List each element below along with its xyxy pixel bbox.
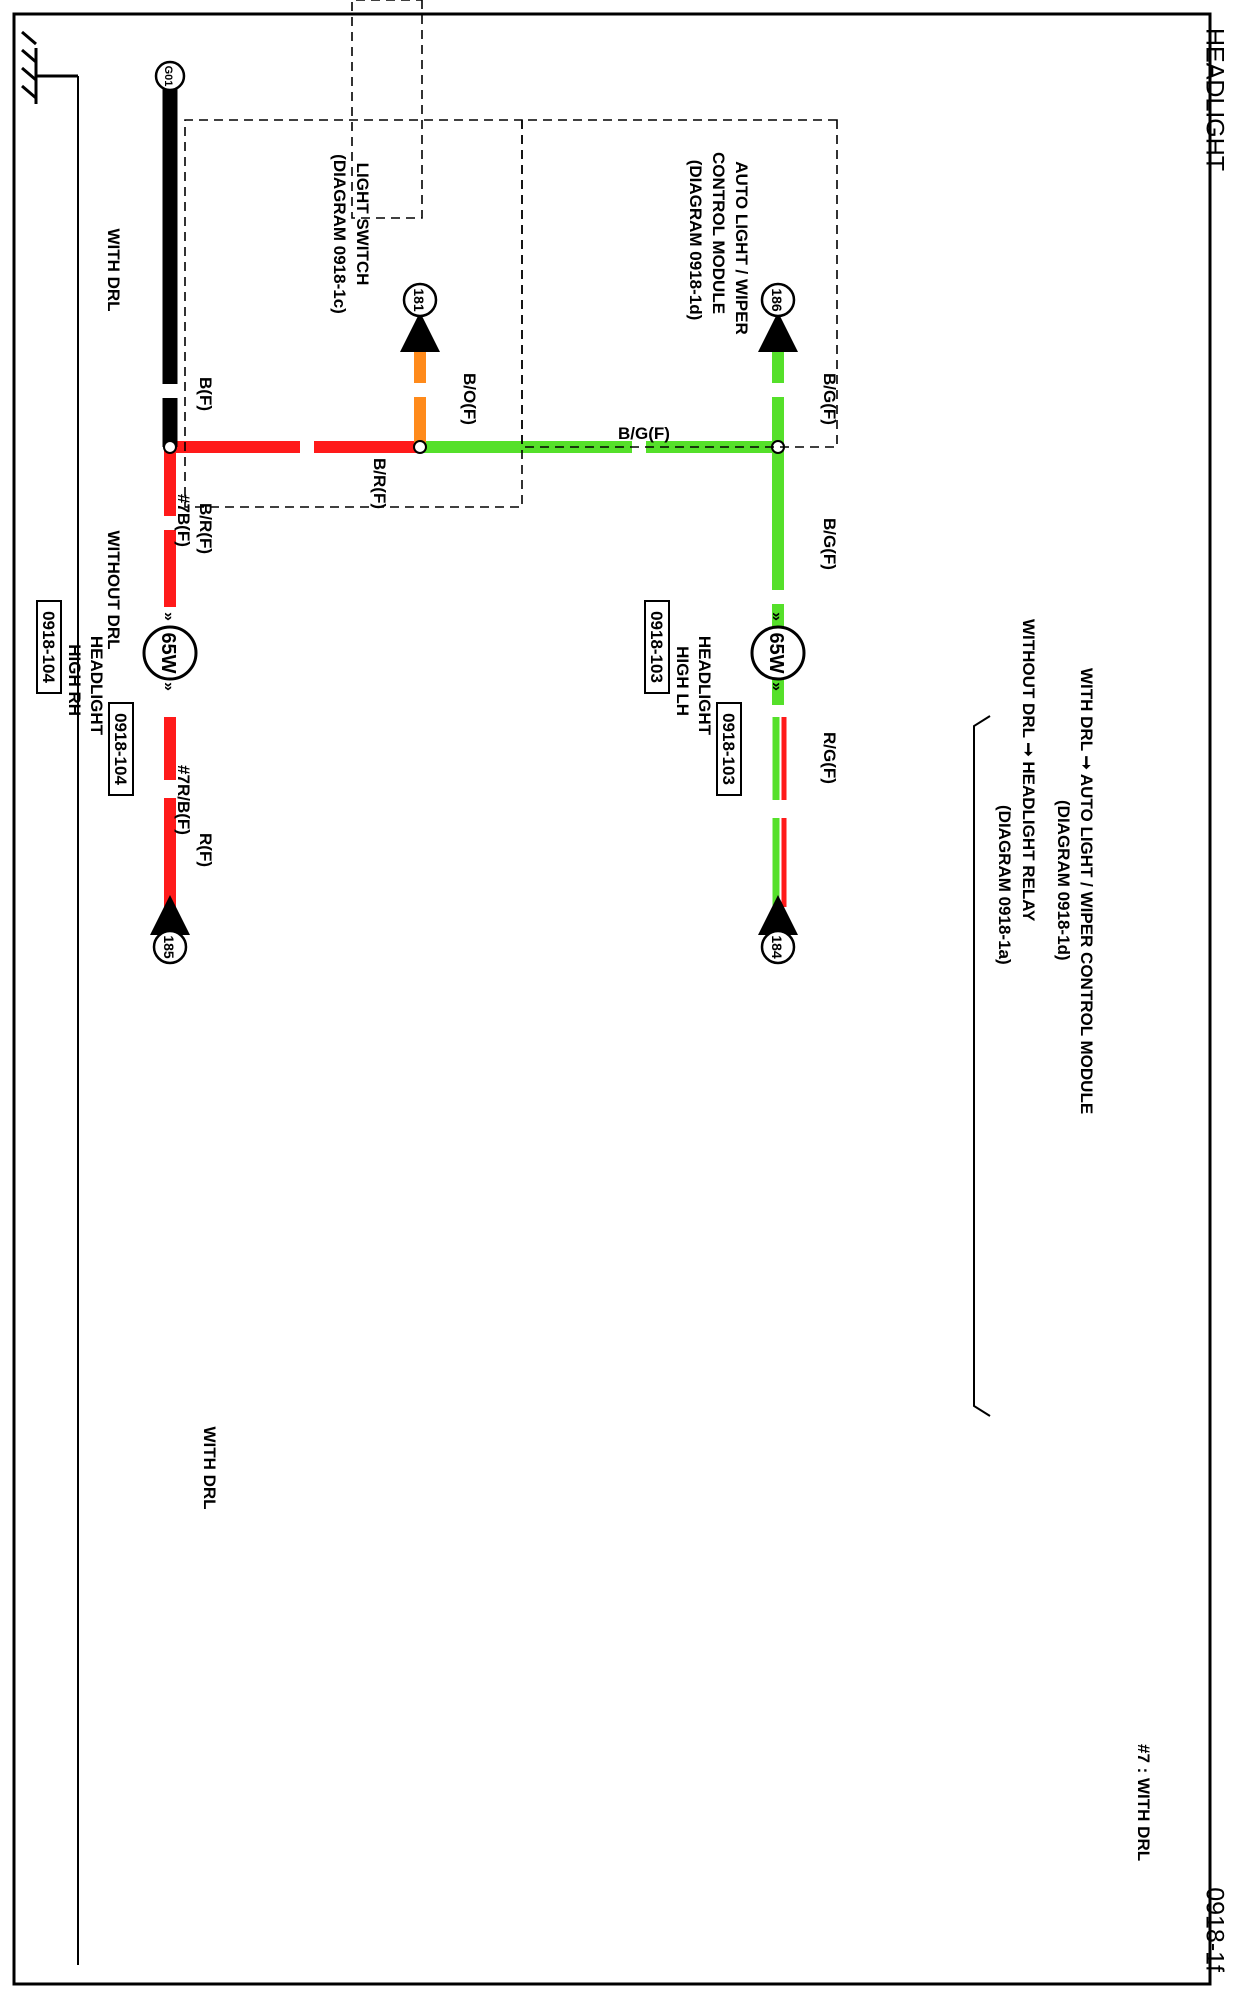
source-with-drl-ref: (DIAGRAM 0918-1d)	[1054, 800, 1073, 961]
source-without-drl: WITHOUT DRL ➞ HEADLIGHT RELAY	[1019, 619, 1038, 922]
ground-g01-label: G01	[162, 66, 174, 87]
wire-bg-lh-gap	[767, 590, 789, 604]
connector-185-arrow	[150, 895, 190, 935]
splice-middle	[413, 440, 427, 454]
rh-circuit: R(F) #7R/B(F) 185 65W » » 0918-104 HEADL…	[36, 447, 215, 965]
auto-light-module-tag: WITH DRL	[104, 228, 123, 311]
wire-br-label: B/R(F)	[196, 503, 215, 554]
ground-option-tag: WITH DRL	[200, 1426, 219, 1509]
wire-r-gap	[158, 780, 182, 798]
source-with-drl: WITH DRL ➞ AUTO LIGHT / WIPER CONTROL MO…	[1077, 668, 1096, 1114]
wire-bg-top-label: B/G(F)	[820, 518, 839, 570]
wire-bo-gap	[408, 383, 432, 397]
rh-bulb-name1: HEADLIGHT	[87, 636, 106, 736]
connector-184	[760, 929, 796, 965]
rh-code-bottom-box	[36, 600, 62, 694]
diagram-id: 0918-1f	[1200, 1887, 1228, 1972]
chassis-ground-icon	[21, 30, 78, 104]
light-switch-line1: LIGHT SWITCH	[353, 163, 372, 286]
source-without-drl-ref: (DIAGRAM 0918-1a)	[995, 805, 1014, 965]
rotated-layout: HEADLIGHT 0918-1f #7 : WITH DRL WITH DRL…	[21, 0, 1228, 1972]
rh-code-top: 0918-104	[111, 713, 130, 785]
page-frame	[12, 12, 1212, 1986]
wire-bg-left-label: B/G(F)	[820, 373, 839, 425]
lh-code-bottom-box	[644, 600, 670, 694]
connector-186	[760, 282, 796, 318]
wire-r-label: R(F)	[196, 833, 215, 867]
footnote: #7 : WITH DRL	[1134, 1744, 1153, 1861]
light-switch-line2: (DIAGRAM 0918-1c)	[330, 154, 349, 314]
connector-184-arrow	[758, 895, 798, 935]
rh-bulb	[142, 625, 198, 681]
connector-184-label: 184	[769, 935, 785, 959]
auto-light-module-box	[521, 119, 838, 448]
wire-bo-label: B/O(F)	[460, 373, 479, 425]
light-switch-tag: WITHOUT DRL	[104, 531, 123, 650]
lh-code-top: 0918-103	[719, 713, 738, 785]
wire-br-rh-gap	[158, 516, 182, 530]
source-bracket	[973, 715, 991, 1417]
rh-bulb-name2: HIGH RH	[65, 644, 84, 716]
light-switch-box	[184, 119, 523, 508]
auto-light-module-line2: CONTROL MODULE	[709, 152, 728, 314]
wire-b-gap	[158, 384, 182, 398]
wire-rg-label-gap	[762, 800, 794, 818]
wire-br-vertical-label: B/R(F)	[370, 458, 389, 509]
connector-185	[152, 929, 188, 965]
lh-code-top-box	[716, 702, 742, 796]
wire-r-alt-label: #7R/B(F)	[174, 765, 193, 835]
rh-bulb-chevrons-right: »	[160, 682, 177, 691]
lh-bulb-chevrons-left: »	[768, 612, 785, 621]
rh-code-top-box	[108, 702, 134, 796]
page-title: HEADLIGHT	[1200, 28, 1228, 171]
lh-bulb-watt: 65W	[765, 632, 787, 673]
lh-bulb	[750, 625, 806, 681]
lh-bulb-chevrons-right: »	[768, 682, 785, 691]
lh-bulb-name1: HEADLIGHT	[695, 636, 714, 736]
connector-181-label: 181	[411, 288, 427, 312]
lh-code-bottom: 0918-103	[647, 611, 666, 683]
auto-light-module-line1: AUTO LIGHT / WIPER	[732, 161, 751, 334]
rh-code-bottom: 0918-104	[39, 611, 58, 683]
rh-bulb-watt: 65W	[157, 632, 179, 673]
wire-rg-label: R/G(F)	[820, 732, 839, 784]
ground-g01	[154, 60, 186, 92]
connector-186-arrow	[758, 312, 798, 352]
trunk: B/G(F) B/R(F) B/G(F) B/O(F) B(F)	[158, 81, 839, 509]
ground-option-box	[351, 0, 423, 219]
auto-light-module-line3: (DIAGRAM 0918-1d)	[686, 160, 705, 321]
rh-bulb-chevrons-left: »	[160, 612, 177, 621]
splice-bottom	[163, 440, 177, 454]
wire-br-vertical-gap	[300, 436, 314, 458]
wire-b-label: B(F)	[196, 377, 215, 411]
connector-181-arrow	[400, 312, 440, 352]
connector-185-label: 185	[161, 935, 177, 959]
wire-bg-left-gap	[767, 383, 789, 397]
wire-br-alt-label: #7B(F)	[174, 494, 193, 547]
wire-bg-vertical-label: B/G(F)	[618, 424, 670, 443]
lh-circuit: R/G(F) B/G(F) 184 65W » » 0918-103 HEADL…	[644, 441, 839, 965]
connector-186-label: 186	[769, 288, 785, 312]
connector-181	[402, 282, 438, 318]
lh-bulb-name2: HIGH LH	[673, 646, 692, 716]
